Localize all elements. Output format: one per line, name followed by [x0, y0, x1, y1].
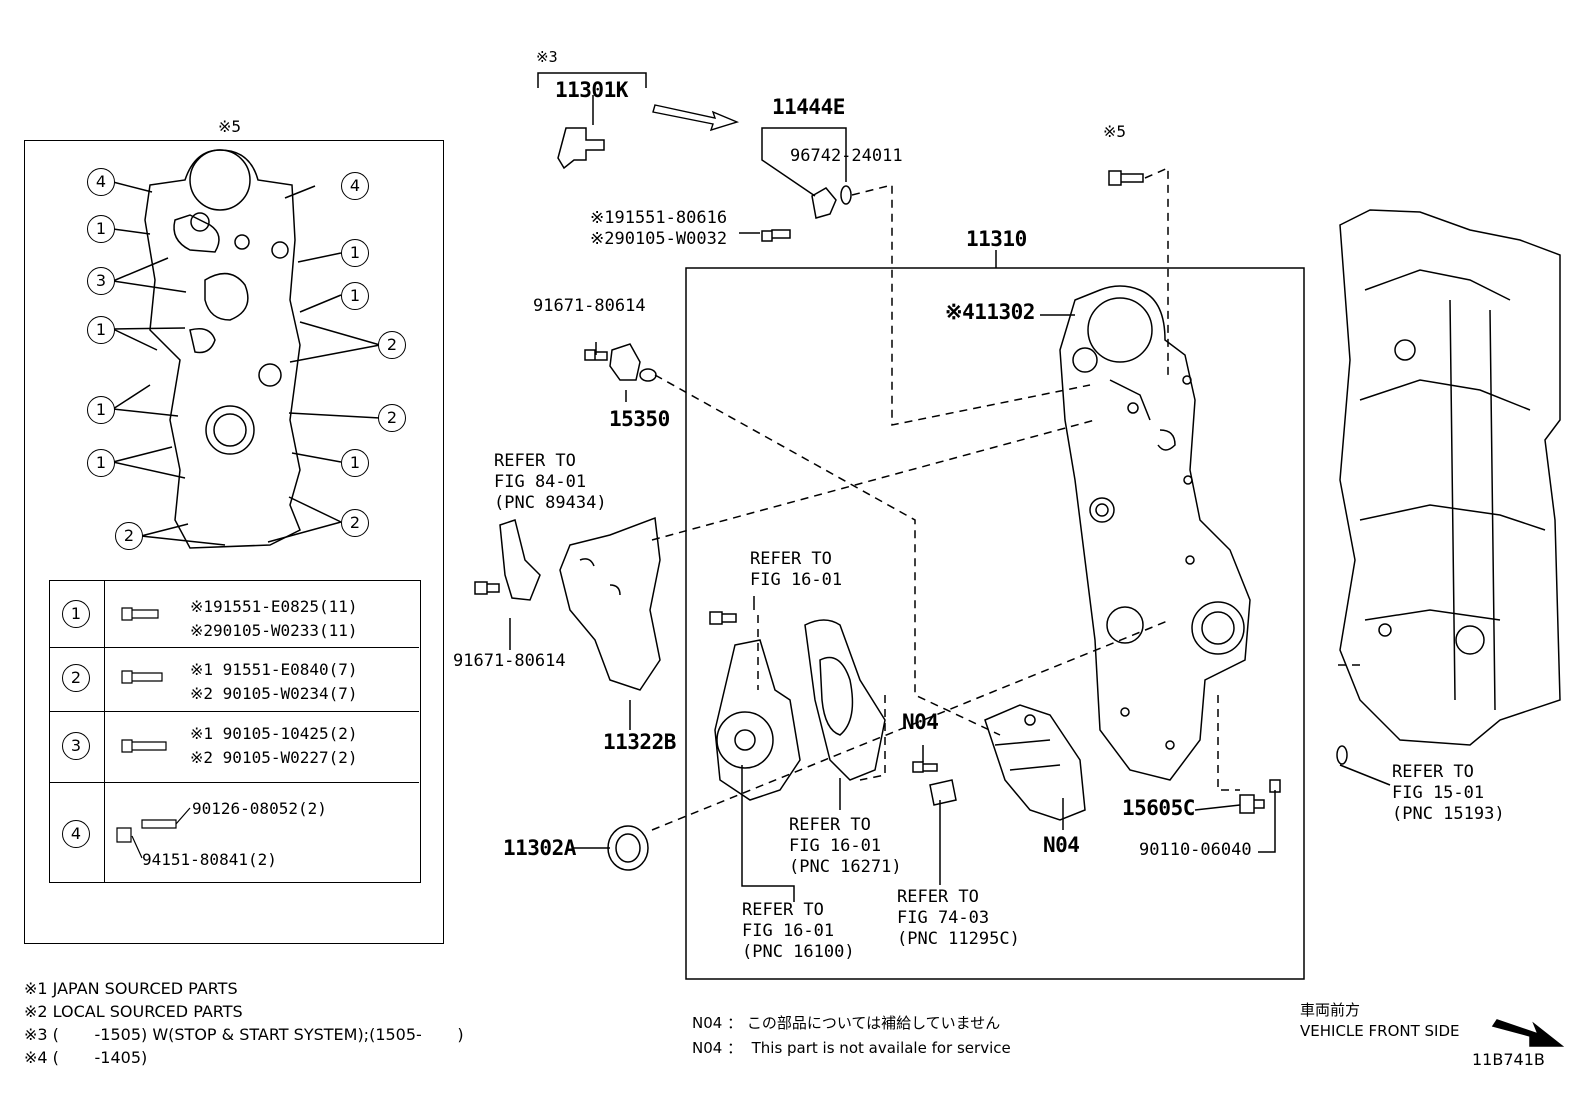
inset-cover-outline: [144, 149, 301, 549]
legend-divider: [104, 580, 105, 882]
part-11310[interactable]: 11310: [966, 227, 1027, 251]
water-pump-drawing: [714, 619, 886, 801]
refer-fig-16-01-b[interactable]: REFER TO FIG 16-01 (PNC 16271): [789, 815, 902, 877]
inset-callout: 4: [87, 168, 115, 196]
inset-callout: 2: [378, 331, 406, 359]
note-1: ※1 JAPAN SOURCED PARTS: [24, 979, 238, 998]
inset-callout: 1: [341, 239, 369, 267]
part-15350[interactable]: 15350: [609, 407, 670, 431]
legend-number: 2: [62, 664, 90, 692]
legend-part: ※2 90105-W0234(7): [190, 684, 358, 703]
inset-callout: 2: [378, 404, 406, 432]
refer-fig-16-01-a[interactable]: REFER TO FIG 16-01: [750, 549, 843, 590]
timing-cover-drawing: [1059, 285, 1251, 781]
inset-callout: 1: [87, 215, 115, 243]
inset-callout: 1: [341, 282, 369, 310]
inset-callout: 1: [87, 396, 115, 424]
inset-callout: 4: [341, 172, 369, 200]
part-91671-80614-b[interactable]: 91671-80614: [453, 651, 566, 671]
note-2: ※2 LOCAL SOURCED PARTS: [24, 1002, 243, 1021]
part-11302a[interactable]: 11302A: [503, 836, 576, 860]
vehicle-front-arrow: [1491, 1019, 1565, 1047]
inset-callout: 1: [87, 316, 115, 344]
inset-callout: 3: [87, 267, 115, 295]
legend-row-divider: [50, 782, 419, 783]
inset-callout: 1: [87, 449, 115, 477]
legend-part: 90126-08052(2): [192, 799, 327, 818]
legend-number: 1: [62, 600, 90, 628]
refer-fig-74-03[interactable]: REFER TO FIG 74-03 (PNC 11295C): [897, 887, 1020, 949]
part-11302[interactable]: ※411302: [945, 300, 1035, 324]
part-96742-24011[interactable]: 96742-24011: [790, 146, 903, 166]
part-91671-80614-a[interactable]: 91671-80614: [533, 296, 646, 316]
inset-callout: 1: [341, 449, 369, 477]
vehicle-front-en: VEHICLE FRONT SIDE: [1300, 1022, 1460, 1040]
legend-part: ※1 90105-10425(2): [190, 724, 358, 743]
part-11444e[interactable]: 11444E: [772, 95, 845, 119]
legend-table: [49, 580, 421, 883]
diagram-id: 11B741B: [1472, 1050, 1545, 1069]
inset-panel: [24, 140, 444, 944]
dashed-leaders: [651, 166, 1365, 831]
legend-number: 4: [62, 820, 90, 848]
legend-number: 3: [62, 732, 90, 760]
legend-part: ※191551-E0825(11): [190, 597, 358, 616]
legend-part: ※290105-W0233(11): [190, 621, 358, 640]
refer-fig-15-01[interactable]: REFER TO FIG 15-01 (PNC 15193): [1392, 762, 1505, 824]
part-11322b[interactable]: 11322B: [603, 730, 676, 754]
n04-note-en: N04 ： This part is not availale for serv…: [692, 1039, 1011, 1057]
note-3: ※3 ( -1505) W(STOP & START SYSTEM);(1505…: [24, 1025, 464, 1044]
part-15605c[interactable]: 15605C: [1122, 796, 1195, 820]
n04-note-jp: N04 ： この部品については補給していません: [692, 1014, 1001, 1032]
note-4: ※4 ( -1405): [24, 1048, 148, 1067]
legend-row-divider: [50, 647, 419, 648]
legend-part: ※1 91551-E0840(7): [190, 660, 358, 679]
part-90110-06040[interactable]: 90110-06040: [1139, 840, 1252, 860]
part-n04-a[interactable]: N04: [902, 710, 939, 734]
legend-part: 94151-80841(2): [142, 850, 277, 869]
part-91551-80616[interactable]: ※191551-80616: [590, 208, 728, 228]
vehicle-front-jp: 車両前方: [1300, 1001, 1361, 1019]
legend-bolts: [116, 607, 191, 859]
chain-cover-drawing: [559, 516, 661, 691]
inset-note-mark: ※5: [218, 117, 242, 136]
legend-row-divider: [50, 711, 419, 712]
refer-fig-16-01-c[interactable]: REFER TO FIG 16-01 (PNC 16100): [742, 900, 855, 962]
part-n04-b[interactable]: N04: [1043, 833, 1080, 857]
part-note-mark: ※3: [536, 48, 558, 66]
inset-callout: 2: [115, 522, 143, 550]
refer-fig-84-01[interactable]: REFER TO FIG 84-01 (PNC 89434): [494, 451, 607, 513]
part-11301k[interactable]: 11301K: [555, 78, 628, 102]
inset-leader-lines: [112, 181, 381, 546]
inset-callout: 2: [341, 509, 369, 537]
part-note-mark-5: ※5: [1103, 122, 1127, 141]
engine-block-drawing: [1336, 209, 1561, 765]
legend-part: ※2 90105-W0227(2): [190, 748, 358, 767]
part-90105-w0032[interactable]: ※290105-W0032: [590, 229, 728, 249]
